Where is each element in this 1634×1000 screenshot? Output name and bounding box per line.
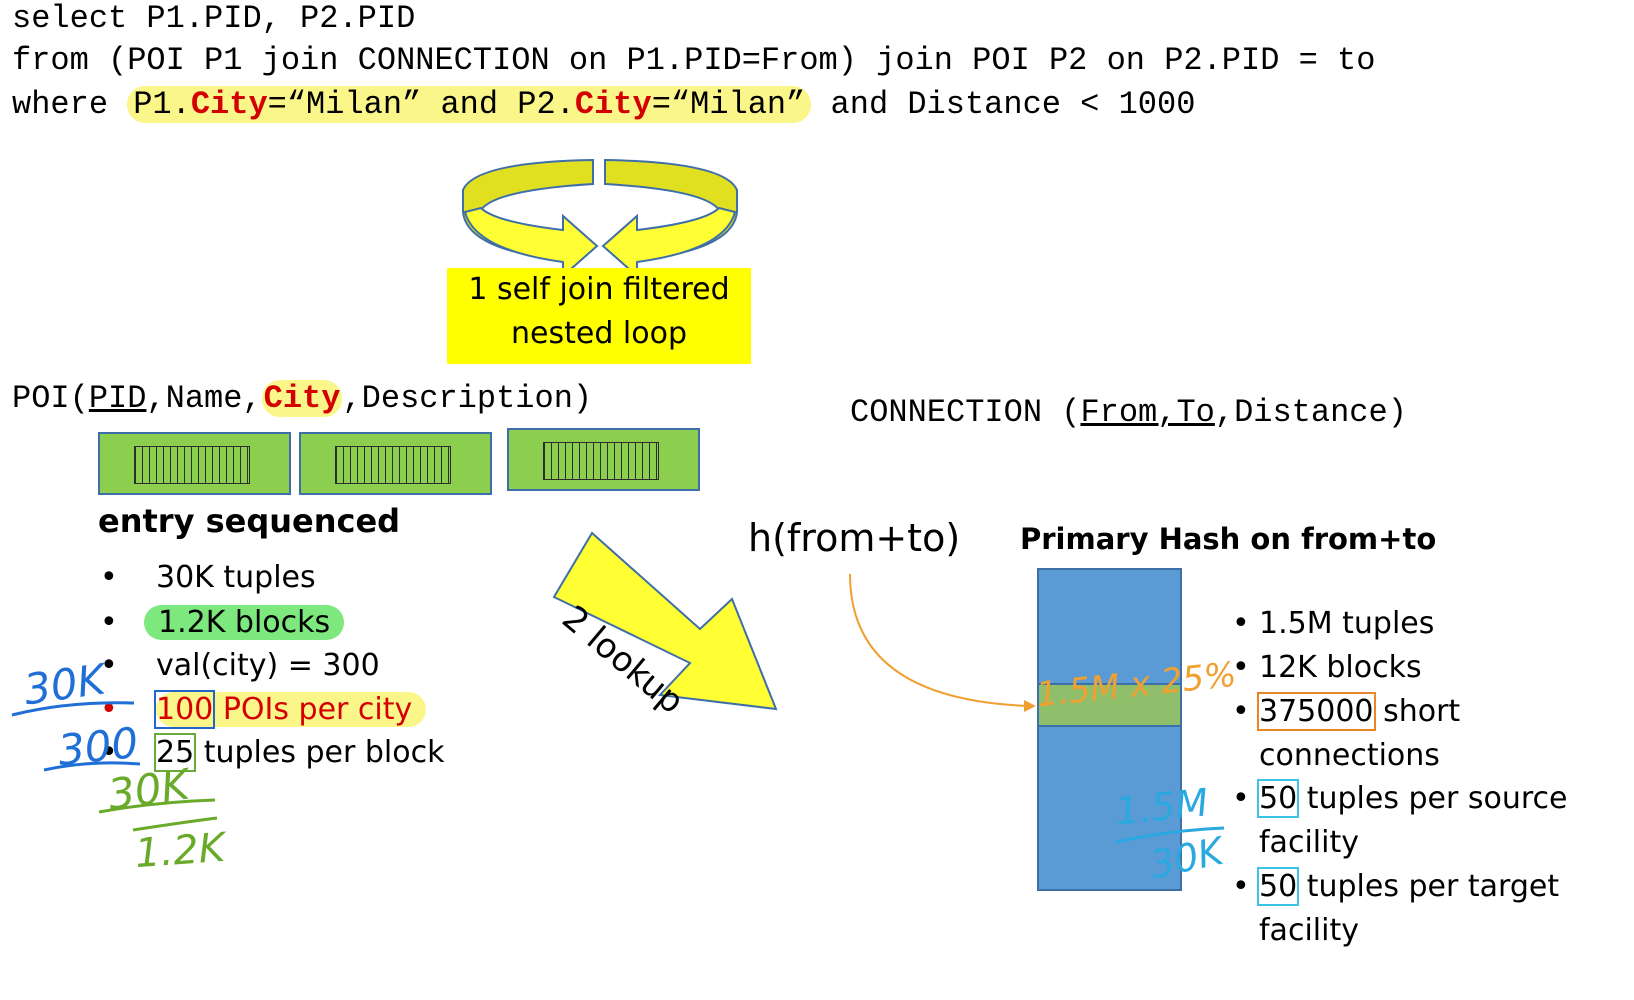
conn-target-number: 50 <box>1256 867 1300 906</box>
poi-block-1 <box>98 432 291 495</box>
poi-block-2 <box>299 432 492 495</box>
poi-block-2-pages <box>335 446 451 484</box>
conn-bullet-source: •50 tuples per source <box>1232 779 1568 818</box>
poi-block-1-pages <box>134 446 250 484</box>
hash-bucket <box>1037 683 1182 727</box>
lookup-arrow <box>552 531 778 711</box>
conn-short-number: 375000 <box>1257 692 1376 731</box>
poi-block-3-pages <box>543 442 659 480</box>
poi-bullet-blocks-text: 1.2K blocks <box>144 605 345 640</box>
poi-block-3 <box>507 428 700 491</box>
hand-cyan-fraction-bar <box>1115 826 1225 844</box>
conn-source-text: tuples per source <box>1306 781 1568 816</box>
conn-bullet-blocks-text: 12K blocks <box>1259 650 1422 685</box>
poi-per-city-number: 100 <box>153 690 216 729</box>
poi-schema-prefix: POI( <box>12 380 89 417</box>
connection-schema-prefix: CONNECTION ( <box>850 394 1081 431</box>
hash-file <box>1037 568 1182 891</box>
poi-schema: POI(PID,Name,City,Description) <box>12 380 592 417</box>
poi-bullet-blocks: •1.2K blocks <box>100 605 345 640</box>
connection-schema-key: From,To <box>1080 394 1215 431</box>
conn-bullet-tuples: •1.5M tuples <box>1232 606 1435 641</box>
poi-per-city-text: POIs per city <box>222 692 413 727</box>
poi-bullet-valcity-text: val(city) = 300 <box>156 648 380 683</box>
conn-bullet-short: •375000 short <box>1232 692 1461 731</box>
sql-p1: P1. <box>133 86 191 123</box>
hand-blue-fraction-bar <box>11 701 135 717</box>
conn-target-text: tuples per target <box>1306 869 1560 904</box>
self-join-box: 1 self join filtered nested loop <box>447 268 751 364</box>
hash-title: Primary Hash on from+to <box>1020 522 1437 556</box>
sql-highlighted-condition: P1.City=“Milan” and P2.City=“Milan” <box>127 86 812 123</box>
poi-schema-city: City <box>261 380 343 417</box>
hash-function-label: h(from+to) <box>748 516 961 560</box>
hand-green-fraction-bar <box>98 798 218 832</box>
sql-city-keyword-2: City <box>574 86 652 123</box>
hand-blue-underline <box>43 761 141 772</box>
conn-source-number: 50 <box>1256 779 1300 818</box>
poi-organization-title: entry sequenced <box>98 502 401 540</box>
poi-schema-rest: ,Description) <box>342 380 593 417</box>
poi-per-block-number: 25 <box>153 733 197 772</box>
conn-bullet-tuples-text: 1.5M tuples <box>1259 606 1435 641</box>
poi-bullet-valcity: •val(city) = 300 <box>100 648 380 683</box>
sql-where-suffix: and Distance < 1000 <box>811 86 1196 123</box>
conn-bullet-source-cont: facility <box>1259 825 1359 860</box>
poi-bullet-tuples-text: 30K tuples <box>156 560 316 595</box>
conn-bullet-target-cont: facility <box>1259 913 1359 948</box>
connection-schema: CONNECTION (From,To,Distance) <box>850 394 1407 431</box>
sql-city-keyword: City <box>190 86 268 123</box>
self-join-box-line2: nested loop <box>511 316 687 351</box>
poi-schema-pid: PID <box>88 380 147 417</box>
self-join-cycle-arrow <box>462 158 738 275</box>
conn-bullet-short-cont: connections <box>1259 738 1440 773</box>
conn-short-text: short <box>1383 694 1461 729</box>
poi-per-block-text: tuples per block <box>203 735 445 770</box>
sql-where-prefix: where <box>12 86 128 123</box>
sql-eq2: =“Milan” <box>651 86 806 123</box>
hand-green-denominator: 1.2K <box>133 824 227 878</box>
poi-schema-name: ,Name, <box>146 380 262 417</box>
poi-bullet-per-city: •100 POIs per city <box>100 690 427 729</box>
connection-schema-rest: ,Distance) <box>1214 394 1407 431</box>
sql-line-from: from (POI P1 join CONNECTION on P1.PID=F… <box>12 42 1376 79</box>
poi-bullet-tuples: •30K tuples <box>100 560 316 595</box>
poi-bullet-per-city-highlight: 100 POIs per city <box>153 690 427 729</box>
conn-bullet-target: •50 tuples per target <box>1232 867 1560 906</box>
sql-line-where: where P1.City=“Milan” and P2.City=“Milan… <box>12 86 1195 124</box>
self-join-box-line1: 1 self join filtered <box>468 272 730 307</box>
poi-bullet-per-block: •25 tuples per block <box>100 733 445 772</box>
hash-pointer-arrow <box>849 573 1036 712</box>
conn-bullet-blocks: •12K blocks <box>1232 650 1422 685</box>
sql-line-select: select P1.PID, P2.PID <box>12 0 416 37</box>
sql-eq1: =“Milan” and P2. <box>267 86 575 123</box>
